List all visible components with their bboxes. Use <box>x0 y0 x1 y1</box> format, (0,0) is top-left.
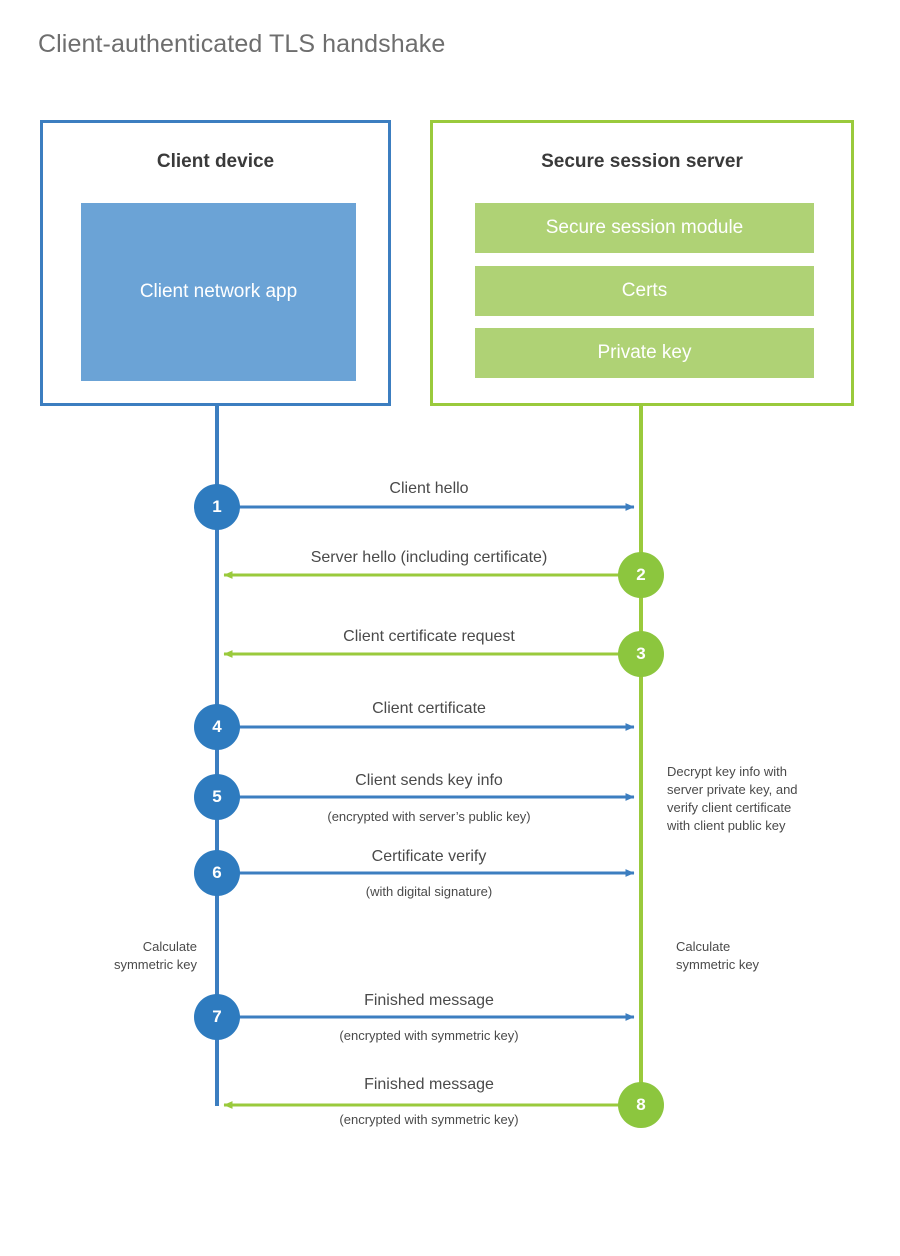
message-label-1: Client hello <box>389 480 469 497</box>
message-sublabel-7: (encrypted with symmetric key) <box>339 1028 519 1043</box>
secure-session-server-title: Secure session server <box>541 151 743 172</box>
message-label-3: Client certificate request <box>343 628 515 645</box>
step-circle-3[interactable] <box>618 631 664 677</box>
client-device-box: Client device Client network app <box>40 120 391 406</box>
message-sublabel-5: (encrypted with server’s public key) <box>327 809 531 824</box>
step-circle-8[interactable] <box>618 1082 664 1128</box>
note-server-decrypt-line-1: Decrypt key info with <box>667 764 787 779</box>
step-circle-7[interactable] <box>194 994 240 1040</box>
message-label-4: Client certificate <box>372 700 486 717</box>
server-block-certs: Certs <box>475 266 814 316</box>
message-sublabel-6: (with digital signature) <box>365 884 493 899</box>
note-server-calc-line-1: Calculate <box>676 939 731 954</box>
client-device-title: Client device <box>156 151 275 172</box>
note-server-decrypt-line-3: verify client certificate <box>667 800 792 815</box>
note-server-decrypt: Decrypt key info with server private key… <box>667 763 837 835</box>
server-block-private-key: Private key <box>475 328 814 378</box>
secure-session-server-box: Secure session server Secure session mod… <box>430 120 854 406</box>
step-circle-5[interactable] <box>194 774 240 820</box>
note-client-calc-line-1: Calculate <box>142 939 197 954</box>
step-circle-4[interactable] <box>194 704 240 750</box>
server-block-secure-session-module: Secure session module <box>475 203 814 253</box>
message-label-5: Client sends key info <box>355 772 503 789</box>
step-circle-2[interactable] <box>618 552 664 598</box>
page-title: Client-authenticated TLS handshake <box>38 30 446 58</box>
step-circle-1[interactable] <box>194 484 240 530</box>
note-server-decrypt-line-4: with client public key <box>667 818 786 833</box>
message-label-2: Server hello (including certificate) <box>310 549 548 566</box>
step-circle-6[interactable] <box>194 850 240 896</box>
note-client-calc-line-2: symmetric key <box>113 957 197 972</box>
message-label-8: Finished message <box>364 1076 494 1093</box>
note-server-calc-line-2: symmetric key <box>676 957 760 972</box>
message-sublabel-8: (encrypted with symmetric key) <box>339 1112 519 1127</box>
client-network-app-block: Client network app <box>81 203 356 381</box>
message-label-7: Finished message <box>364 992 494 1009</box>
note-server-decrypt-line-2: server private key, and <box>667 782 798 797</box>
note-client-calculate-symmetric-key: Calculate symmetric key <box>37 938 197 974</box>
note-server-calculate-symmetric-key: Calculate symmetric key <box>676 938 836 974</box>
message-label-6: Certificate verify <box>371 848 487 865</box>
